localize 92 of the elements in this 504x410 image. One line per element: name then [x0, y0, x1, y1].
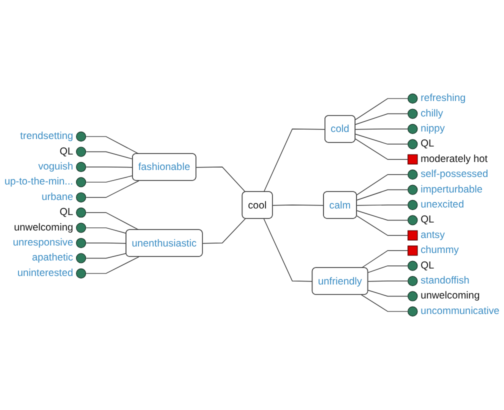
connector: [368, 290, 408, 297]
node-label: calm: [329, 198, 351, 210]
dot-icon: [76, 222, 86, 233]
connector: [86, 242, 127, 244]
word-label: QL: [420, 260, 434, 272]
word-box: [324, 115, 356, 143]
connector: [355, 134, 408, 145]
word-label: QL: [60, 207, 74, 218]
connector: [263, 218, 313, 282]
dot-icon: [76, 253, 86, 264]
node-label: unfriendly: [318, 274, 362, 286]
word-label: urbane: [42, 192, 74, 203]
connector: [355, 113, 408, 125]
word-label: QL: [420, 214, 434, 226]
connector: [360, 294, 408, 312]
dot-icon: [408, 139, 418, 150]
connector: [263, 128, 326, 192]
connector: [86, 175, 134, 183]
word-label: QL: [420, 138, 434, 150]
dot-icon: [408, 93, 418, 104]
connector: [272, 204, 324, 206]
word-box: [323, 191, 357, 219]
connector: [355, 98, 408, 120]
dot-icon: [76, 268, 86, 278]
connector: [86, 180, 140, 198]
dot-icon: [408, 215, 418, 226]
word-label: up-to-the-min...: [4, 176, 74, 188]
word-label: antsy: [420, 230, 445, 241]
connector: [355, 138, 408, 160]
connector: [356, 204, 408, 206]
word-label: standoffish: [420, 276, 470, 287]
connector: [355, 128, 408, 130]
dot-icon: [408, 276, 418, 286]
word-label: moderately hot: [420, 154, 488, 165]
word-label: nippy: [420, 123, 445, 134]
word-label: self-possessed: [420, 169, 488, 180]
dot-icon: [408, 306, 418, 317]
connector: [86, 227, 127, 234]
connector: [368, 280, 408, 282]
dot-icon: [76, 177, 86, 188]
connector: [86, 253, 127, 259]
dot-icon: [408, 291, 418, 302]
node-label: fashionable: [138, 160, 190, 172]
dot-icon: [408, 170, 418, 180]
word-label: voguish: [38, 161, 74, 172]
node-label: unenthusiastic: [132, 236, 197, 248]
square-icon: [408, 230, 418, 240]
word-label: unresponsive: [12, 238, 74, 249]
connector: [202, 218, 246, 244]
word-label: QL: [60, 146, 74, 158]
connector: [86, 151, 134, 160]
dot-icon: [76, 146, 86, 157]
word-box: [126, 229, 203, 257]
word-label: unwelcoming: [420, 290, 480, 302]
connector: [86, 136, 140, 154]
connector: [86, 166, 134, 168]
dot-icon: [76, 238, 86, 248]
dot-icon: [76, 132, 86, 142]
dot-icon: [76, 162, 86, 172]
square-icon: [408, 154, 418, 164]
word-box: [242, 191, 273, 219]
node-label: cold: [330, 122, 350, 134]
dot-icon: [408, 108, 418, 119]
connector: [86, 212, 140, 230]
word-box: [132, 153, 196, 181]
connector: [356, 174, 408, 196]
dot-icon: [408, 260, 418, 271]
dot-icon: [76, 208, 86, 218]
word-label: chilly: [420, 108, 444, 120]
connector: [356, 210, 408, 221]
word-label: unexcited: [420, 200, 464, 210]
word-label: uninterested: [17, 268, 74, 279]
connector: [196, 166, 246, 192]
dot-icon: [408, 200, 418, 210]
word-label: uncommunicative: [420, 306, 500, 317]
word-label: trendsetting: [20, 131, 74, 142]
connector: [368, 265, 408, 273]
word-label: chummy: [420, 245, 459, 256]
node-label: cool: [248, 198, 267, 210]
dot-icon: [408, 124, 418, 134]
word-label: unwelcoming: [14, 222, 74, 234]
connector: [86, 256, 140, 274]
dot-icon: [408, 184, 418, 195]
connector: [356, 189, 408, 200]
word-label: imperturbable: [420, 184, 483, 196]
connector: [360, 250, 408, 268]
word-label: refreshing: [420, 93, 466, 104]
word-box: [312, 267, 368, 295]
connector: [356, 215, 408, 236]
word-label: apathetic: [32, 252, 74, 264]
square-icon: [408, 246, 418, 256]
dot-icon: [76, 192, 86, 202]
